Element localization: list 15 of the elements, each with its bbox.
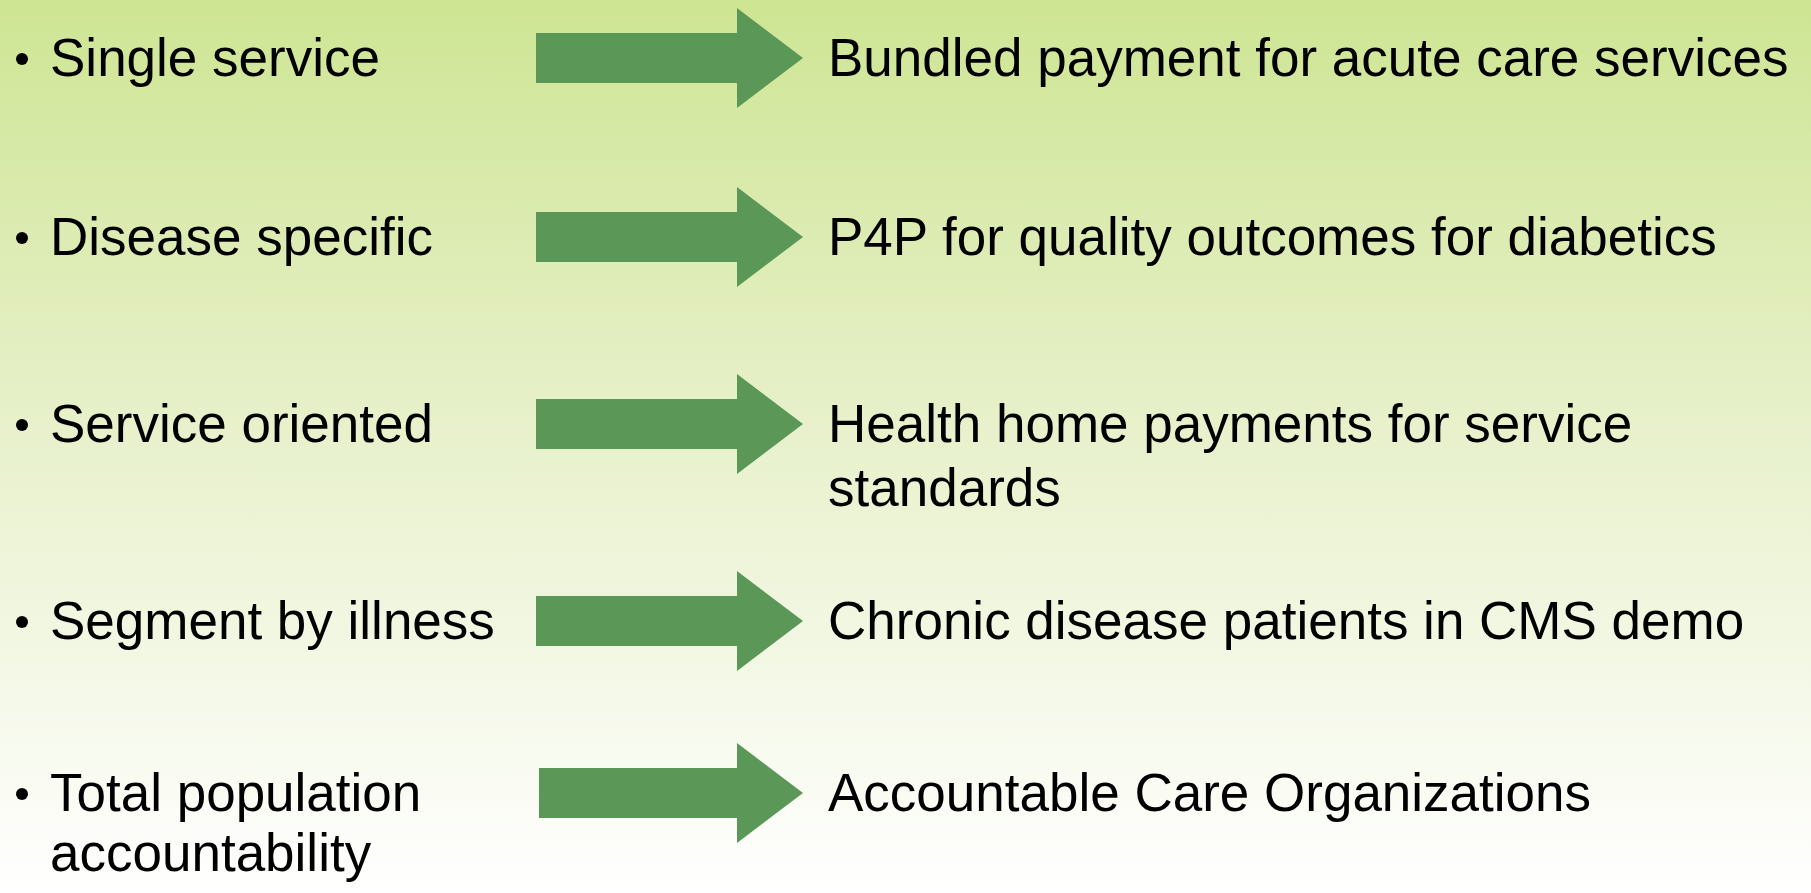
block-arrow	[536, 187, 803, 287]
category-text: Service oriented	[50, 393, 433, 455]
example-text: P4P for quality outcomes for diabetics	[828, 206, 1718, 268]
example-text: Chronic disease patients in CMS demo	[828, 590, 1746, 652]
category-text: Segment by illness	[50, 590, 495, 652]
category-text: Single service	[50, 27, 380, 89]
example-text: Health home payments for service standards	[828, 393, 1634, 519]
example-text: Bundled payment for acute care services	[828, 27, 1790, 89]
block-arrow	[539, 743, 803, 843]
category-text: Disease specific	[50, 206, 433, 268]
example-text: Accountable Care Organizations	[828, 762, 1593, 824]
category-text: Total population accountability	[50, 763, 423, 883]
block-arrow	[536, 8, 803, 108]
block-arrow	[536, 571, 803, 671]
block-arrow	[536, 374, 803, 474]
